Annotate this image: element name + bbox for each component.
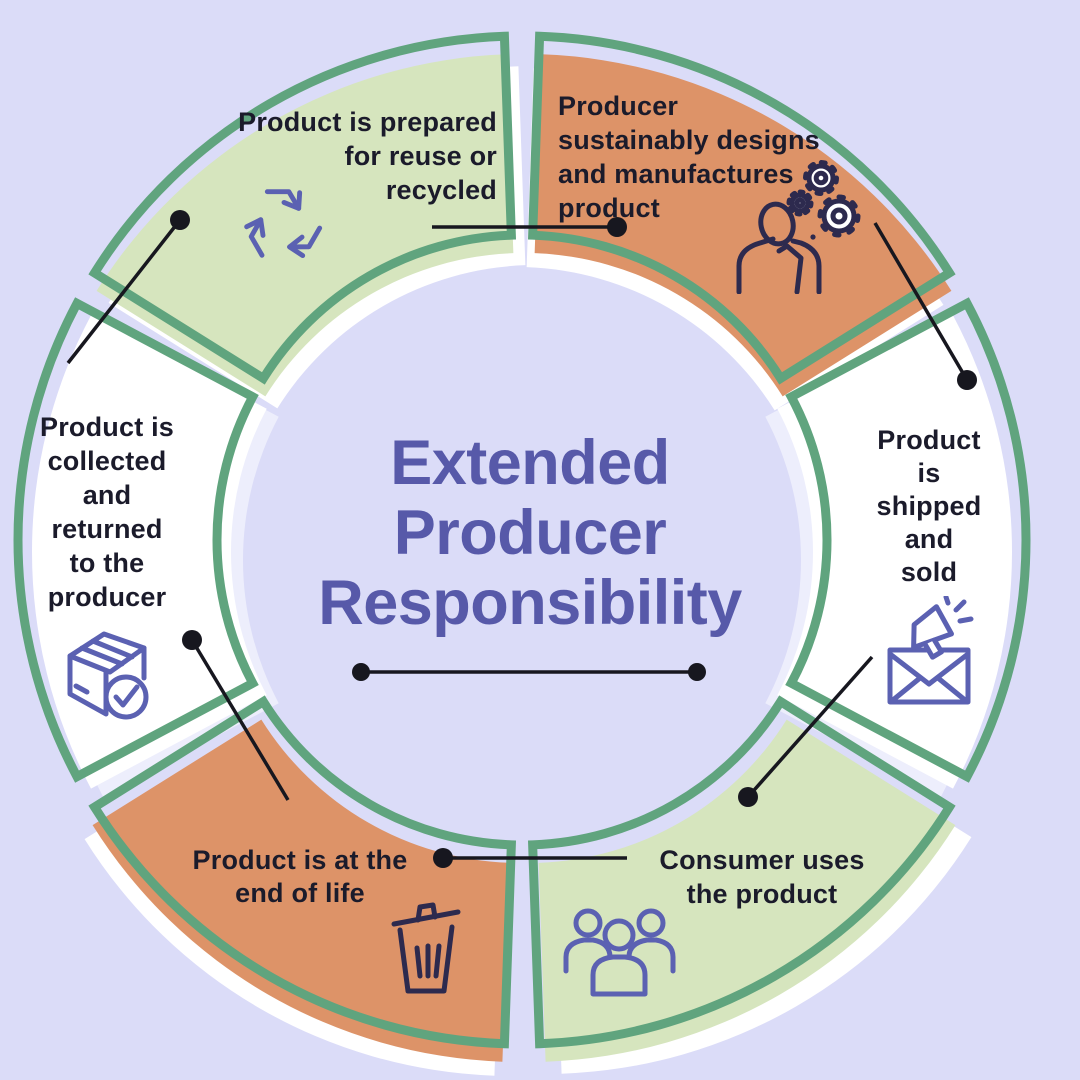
- trash-icon: [391, 902, 461, 994]
- connector-dot: [957, 370, 977, 390]
- connector-line: [746, 655, 874, 799]
- connector-dot: [170, 210, 190, 230]
- connector-dot: [738, 787, 758, 807]
- segment-label-produce: Producer sustainably designs and manufac…: [558, 91, 820, 223]
- connector-line: [190, 639, 290, 801]
- person-gears-icon: [736, 160, 861, 294]
- box-check-icon: [67, 631, 149, 720]
- segment-label-consume: Consumer uses the product: [659, 845, 865, 909]
- people-icon: [563, 908, 676, 997]
- connector-line: [873, 222, 969, 381]
- connector-dot: [433, 848, 453, 868]
- title-underline-dot: [352, 663, 370, 681]
- segment-outline-recycle: [88, 31, 517, 385]
- segment-wedge-collect: [31, 315, 267, 789]
- connector-dot: [607, 217, 627, 237]
- recycle-icon: [244, 189, 323, 259]
- segment-outline-consume: [527, 695, 956, 1049]
- segment-wedge-produce: [534, 54, 952, 397]
- title-underline-dot: [688, 663, 706, 681]
- segment-label-ship: Product is shipped and sold: [876, 425, 982, 587]
- connector-line: [66, 218, 182, 365]
- connector-dot: [182, 630, 202, 650]
- segment-outline-end-of-life: [88, 695, 517, 1049]
- segment-label-end-of-life: Product is at the end of life: [192, 845, 408, 908]
- envelope-megaphone-icon: [887, 596, 974, 705]
- segment-label-recycle: Product is prepared for reuse or recycle…: [238, 107, 497, 205]
- segment-wedge-recycle: [96, 54, 514, 397]
- segment-outline-ship: [785, 297, 1031, 783]
- page-title: Extended Producer Responsibility: [318, 428, 742, 638]
- segment-outline-collect: [13, 297, 259, 783]
- segment-label-collect: Product is collected and returned to the…: [39, 412, 175, 612]
- segment-outline-produce: [527, 31, 956, 385]
